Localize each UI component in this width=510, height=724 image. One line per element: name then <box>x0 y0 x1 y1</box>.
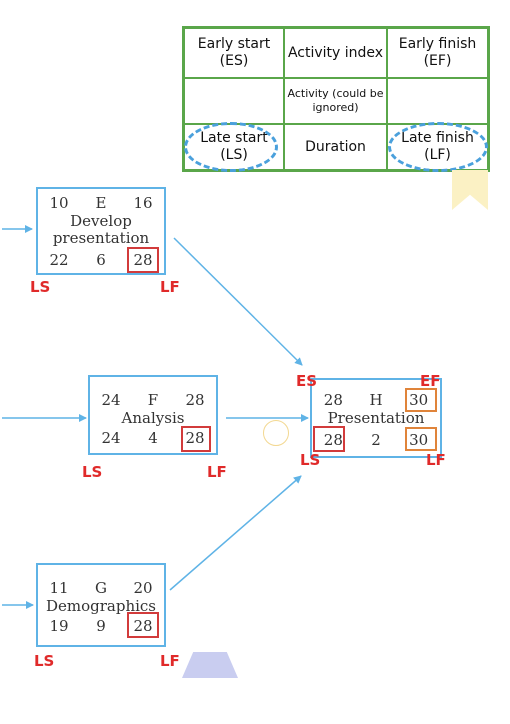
legend-activity-note: Activity (could be ignored) <box>284 78 387 124</box>
node-f-name: Analysis <box>121 409 185 427</box>
node-e-duration: 6 <box>96 251 106 269</box>
node-f-lf: 28 <box>185 429 205 447</box>
node-g-index: G <box>95 579 107 597</box>
node-h-bottom-row: 28 2 30 <box>312 431 440 449</box>
node-h-name: Presentation <box>327 409 425 427</box>
node-e-lf-tag: LF <box>160 278 180 296</box>
node-f-ef: 28 <box>185 391 205 409</box>
node-h-lf: 30 <box>409 431 429 449</box>
activity-node-h: 28 H 30 Presentation 28 2 30 <box>310 378 442 458</box>
node-f-bottom-row: 24 4 28 <box>90 429 216 447</box>
activity-node-g: 11 G 20 Demographics 19 9 28 <box>36 563 166 647</box>
node-f-lf-highlight <box>181 426 211 452</box>
node-g-name: Demographics <box>45 597 157 615</box>
node-e-es: 10 <box>49 194 69 212</box>
node-g-ls-tag: LS <box>34 652 55 670</box>
node-g-top-row: 11 G 20 <box>38 579 164 597</box>
node-f-top-row: 24 F 28 <box>90 391 216 409</box>
node-h-duration: 2 <box>371 431 381 449</box>
node-e-lf-highlight <box>127 247 159 273</box>
node-h-ls: 28 <box>323 431 343 449</box>
node-f-index: F <box>147 391 159 409</box>
node-e-top-row: 10 E 16 <box>38 194 164 212</box>
node-h-top-row: 28 H 30 <box>312 391 440 409</box>
node-g-lf-highlight <box>127 612 159 638</box>
arrow-e-to-h <box>173 237 303 366</box>
node-h-index: H <box>369 391 383 409</box>
node-f-ls-tag: LS <box>82 463 103 481</box>
node-e-index: E <box>95 194 107 212</box>
node-g-duration: 9 <box>96 617 106 635</box>
node-e-ef: 16 <box>133 194 153 212</box>
node-e-ls: 22 <box>49 251 69 269</box>
legend-duration: Duration <box>284 124 387 170</box>
node-f-ls: 24 <box>101 429 121 447</box>
activity-node-e: 10 E 16 Develop presentation 22 6 28 <box>36 187 166 275</box>
node-h-lf-highlight <box>405 427 437 451</box>
legend-early-start: Early start (ES) <box>184 28 284 78</box>
node-h-ef: 30 <box>409 391 429 409</box>
node-h-ef-tag: EF <box>420 372 441 390</box>
legend-table: Early start (ES) Activity index Early fi… <box>182 26 490 172</box>
node-h-ef-highlight <box>405 388 437 412</box>
cursor-ring <box>263 420 289 446</box>
node-g-lf: 28 <box>133 617 153 635</box>
node-g-es: 11 <box>49 579 69 597</box>
node-e-ls-tag: LS <box>30 278 51 296</box>
legend-early-finish: Early finish (EF) <box>387 28 488 78</box>
node-g-bottom-row: 19 9 28 <box>38 617 164 635</box>
node-h-es: 28 <box>323 391 343 409</box>
node-f-lf-tag: LF <box>207 463 227 481</box>
node-e-lf: 28 <box>133 251 153 269</box>
node-g-ls: 19 <box>49 617 69 635</box>
node-e-bottom-row: 22 6 28 <box>38 251 164 269</box>
node-f-duration: 4 <box>148 429 158 447</box>
legend-activity-index: Activity index <box>284 28 387 78</box>
node-e-name: Develop presentation <box>52 212 150 247</box>
arrow-g-to-h <box>169 475 302 591</box>
node-h-ls-tag: LS <box>300 451 321 469</box>
node-h-lf-tag: LF <box>426 451 446 469</box>
node-g-ef: 20 <box>133 579 153 597</box>
activity-node-f: 24 F 28 Analysis 24 4 28 <box>88 375 218 455</box>
node-h-ls-highlight <box>313 426 345 452</box>
node-f-es: 24 <box>101 391 121 409</box>
node-h-es-tag: ES <box>296 372 318 390</box>
node-g-lf-tag: LF <box>160 652 180 670</box>
